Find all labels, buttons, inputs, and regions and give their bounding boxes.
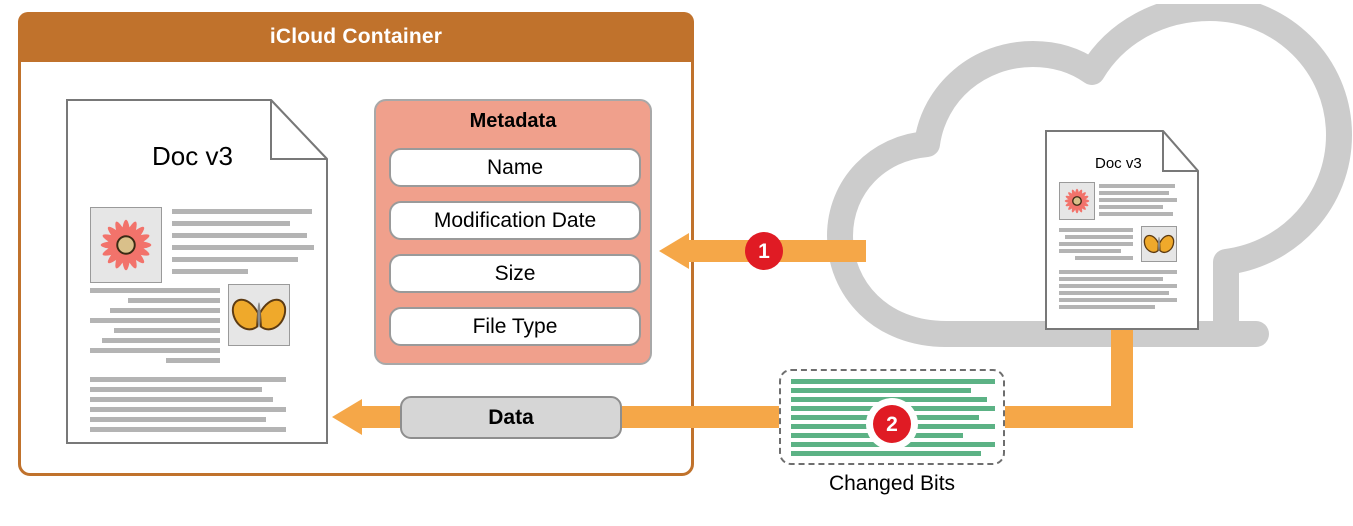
text-line — [1059, 284, 1177, 288]
text-line — [128, 298, 220, 303]
data-sync-arrow-shaft — [622, 406, 782, 428]
metadata-row-file-type[interactable]: File Type — [389, 307, 641, 346]
bit-line — [791, 388, 971, 393]
step-badge-2: 2 — [873, 405, 911, 443]
metadata-row-name[interactable]: Name — [389, 148, 641, 187]
text-line — [172, 257, 298, 262]
text-line — [172, 269, 248, 274]
icloud-container-title: iCloud Container — [269, 25, 443, 48]
metadata-row-modification-date[interactable]: Modification Date — [389, 201, 641, 240]
butterfly-image — [228, 284, 290, 346]
text-line — [90, 397, 273, 402]
flower-image — [1059, 182, 1095, 220]
bit-line — [791, 379, 995, 384]
text-line — [1099, 198, 1177, 202]
text-line — [1059, 298, 1177, 302]
data-pill-label: Data — [488, 405, 534, 429]
data-sync-arrow-head — [332, 399, 362, 435]
text-line — [1059, 291, 1169, 295]
text-line — [166, 358, 220, 363]
step-badge-1: 1 — [745, 232, 783, 270]
text-line — [1059, 270, 1177, 274]
butterfly-image — [1141, 226, 1177, 262]
text-line — [114, 328, 220, 333]
text-line — [172, 233, 307, 238]
cloud-download-elbow-vertical — [1111, 330, 1133, 428]
cloud-icon — [826, 0, 1353, 350]
bit-line — [791, 451, 981, 456]
text-line — [110, 308, 220, 313]
text-line — [102, 338, 220, 343]
text-line — [90, 288, 220, 293]
text-line — [1059, 242, 1133, 246]
cloud-document-title: Doc v3 — [1095, 155, 1142, 172]
metadata-title: Metadata — [469, 110, 557, 132]
text-line — [90, 417, 266, 422]
metadata-row-size[interactable]: Size — [389, 254, 641, 293]
cloud-download-elbow-horizontal — [999, 406, 1133, 428]
local-document: Doc v3 — [66, 99, 328, 444]
text-line — [172, 221, 290, 226]
flower-image — [90, 207, 162, 283]
text-line — [1059, 228, 1133, 232]
data-pill[interactable]: Data — [400, 396, 622, 439]
data-sync-arrow-shaft-left — [362, 406, 406, 428]
text-line — [90, 427, 286, 432]
cloud-document: Doc v3 — [1045, 130, 1199, 330]
text-line — [90, 377, 286, 382]
text-line — [1099, 191, 1169, 195]
text-line — [1059, 305, 1155, 309]
icloud-container-header: iCloud Container — [18, 12, 694, 62]
step-badge-1-label: 1 — [758, 239, 770, 263]
text-line — [90, 407, 286, 412]
text-line — [90, 348, 220, 353]
step-badge-2-label: 2 — [886, 412, 898, 436]
text-line — [90, 387, 262, 392]
metadata-panel: Metadata Name Modification Date Size Fil… — [374, 99, 652, 365]
text-line — [1065, 235, 1133, 239]
text-line — [90, 318, 220, 323]
text-line — [1099, 184, 1175, 188]
text-line — [172, 209, 312, 214]
text-line — [172, 245, 314, 250]
text-line — [1099, 212, 1173, 216]
local-document-title: Doc v3 — [152, 141, 233, 171]
text-line — [1059, 249, 1121, 253]
text-line — [1059, 277, 1163, 281]
changed-bits-label: Changed Bits — [828, 472, 956, 495]
text-line — [1099, 205, 1163, 209]
text-line — [1075, 256, 1133, 260]
metadata-sync-arrow-head — [659, 233, 689, 269]
